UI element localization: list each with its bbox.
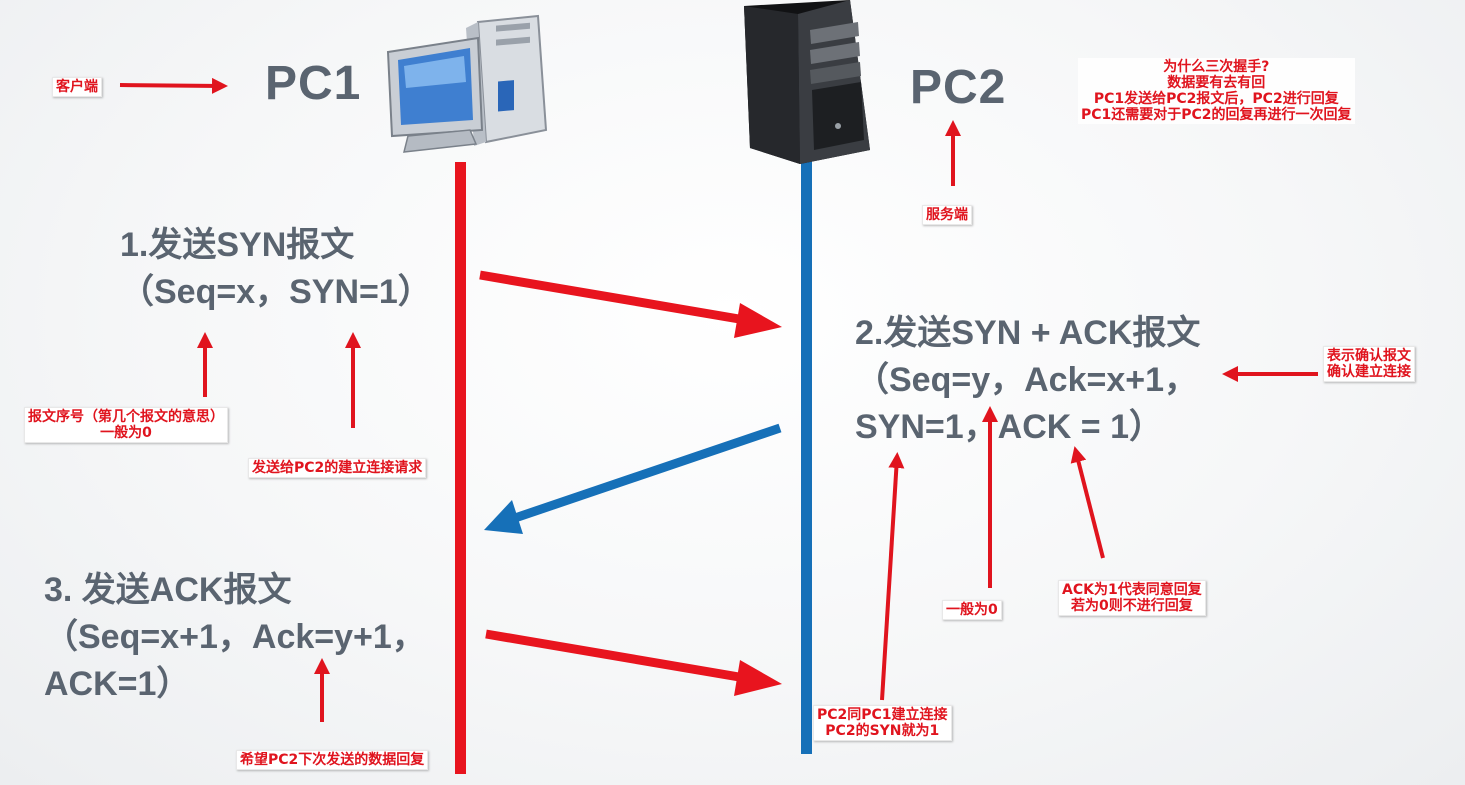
- step2-params-line2: SYN=1，ACK = 1）: [855, 407, 1163, 446]
- ack-meaning-line: 表示确认报文: [1327, 348, 1411, 364]
- client-label: PC1: [265, 57, 362, 110]
- seq-note-line: 报文序号（第几个报文的意思）: [28, 409, 224, 425]
- syn-ack-message-arrow: [484, 423, 782, 534]
- seq-note-line: 一般为0: [100, 425, 152, 441]
- ack-next-note: 希望PC2下次发送的数据回复: [236, 750, 429, 770]
- server-label: PC2: [910, 61, 1007, 114]
- y-note: 一般为0: [942, 600, 1002, 620]
- step2-params-line1: （Seq=y，Ack=x+1，: [855, 360, 1199, 399]
- client-note-arrow: [119, 77, 228, 94]
- step3-params-line2: ACK=1）: [44, 664, 191, 703]
- ack1-note-line: ACK为1代表同意回复: [1062, 582, 1202, 598]
- pc2-syn-note-arrow: [880, 452, 905, 701]
- syn-message-arrow: [479, 270, 782, 338]
- ack-meaning-note: 表示确认报文 确认建立连接: [1323, 346, 1415, 382]
- why-note-line: 为什么三次握手?: [1163, 59, 1270, 75]
- step1-title: 1.发送SYN报文: [120, 226, 355, 264]
- step1-block: 1.发送SYN报文 （Seq=x，SYN=1）: [120, 222, 432, 316]
- client-role-note: 客户端: [52, 77, 102, 97]
- pc2-syn-note-line: PC2的SYN就为1: [825, 723, 940, 739]
- pc2-syn-note: PC2同PC1建立连接 PC2的SYN就为1: [813, 705, 952, 741]
- ack1-note: ACK为1代表同意回复 若为0则不进行回复: [1058, 580, 1206, 616]
- syn-request-note: 发送给PC2的建立连接请求: [248, 458, 427, 478]
- why-note-line: PC1发送给PC2报文后，PC2进行回复: [1093, 91, 1339, 107]
- step1-params: （Seq=x，SYN=1）: [120, 272, 432, 311]
- step3-params-line1: （Seq=x+1，Ack=y+1，: [44, 617, 426, 656]
- server-lifeline: [801, 160, 812, 754]
- step3-block: 3. 发送ACK报文 （Seq=x+1，Ack=y+1， ACK=1）: [44, 567, 426, 708]
- why-note-line: 数据要有去有回: [1167, 75, 1266, 91]
- pc2-syn-note-line: PC2同PC1建立连接: [817, 707, 948, 723]
- step2-block: 2.发送SYN + ACK报文 （Seq=y，Ack=x+1， SYN=1，AC…: [855, 310, 1200, 451]
- why-note-line: PC1还需要对于PC2的回复再进行一次回复: [1081, 107, 1352, 123]
- ack1-note-arrow: [1070, 446, 1105, 559]
- step3-title: 3. 发送ACK报文: [44, 571, 292, 609]
- server-tower-icon: [744, 0, 870, 164]
- server-role-note: 服务端: [922, 205, 972, 225]
- ack-message-arrow: [485, 629, 782, 696]
- step2-title: 2.发送SYN + ACK报文: [855, 314, 1201, 352]
- ack1-note-line: 若为0则不进行回复: [1070, 598, 1193, 614]
- seq-note: 报文序号（第几个报文的意思） 一般为0: [24, 407, 228, 443]
- ack-meaning-line: 确认建立连接: [1327, 364, 1411, 380]
- client-lifeline: [455, 162, 466, 774]
- desktop-computer-icon: [386, 14, 548, 153]
- why-handshake-note: 为什么三次握手? 数据要有去有回 PC1发送给PC2报文后，PC2进行回复 PC…: [1078, 58, 1355, 124]
